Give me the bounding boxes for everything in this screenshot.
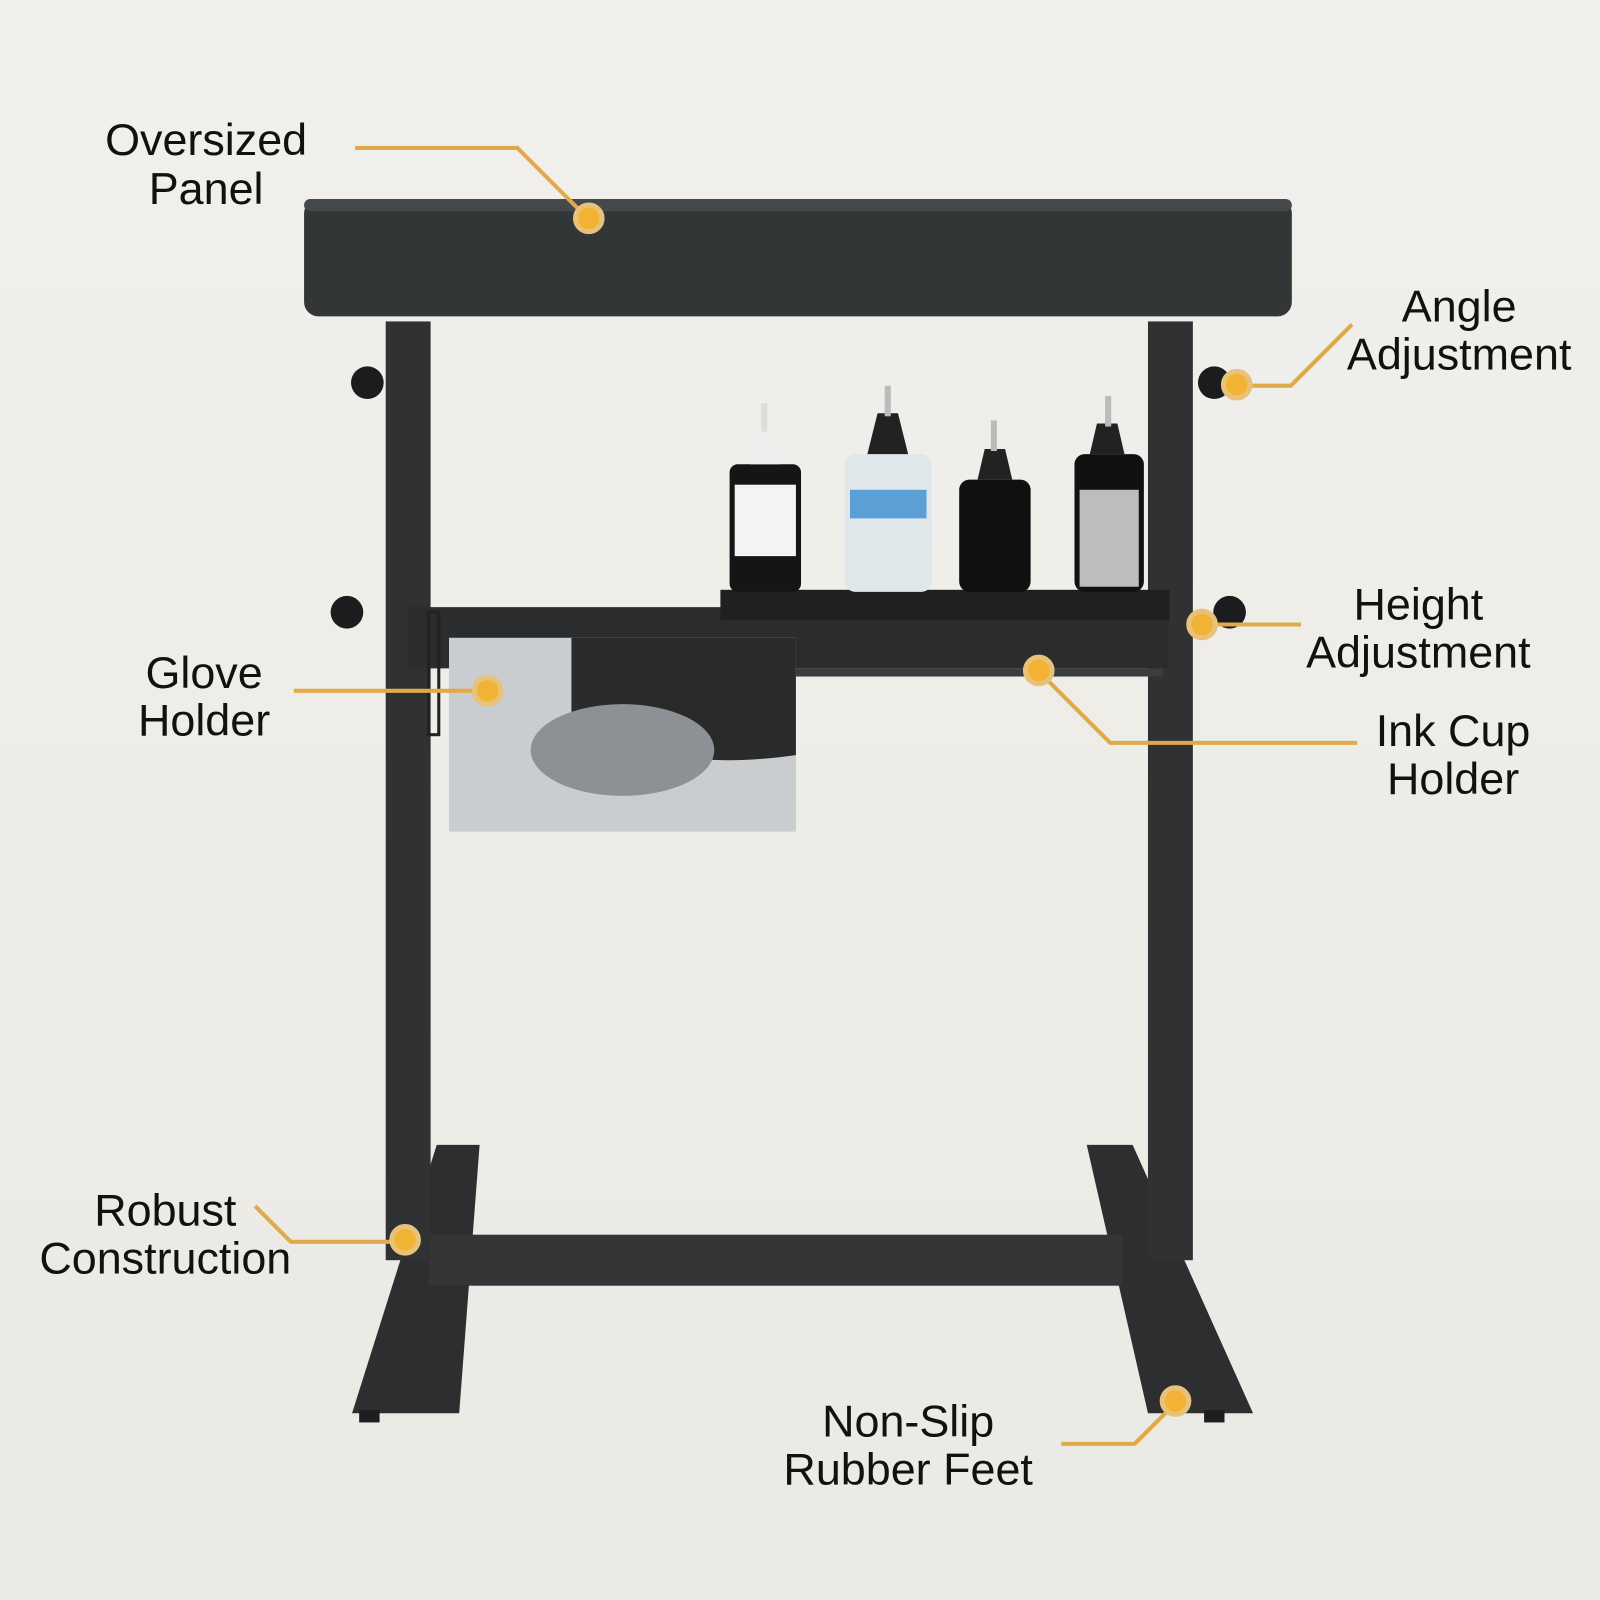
angle-knob bbox=[351, 366, 384, 399]
callout-glove-holder: Glove Holder bbox=[138, 647, 504, 746]
callout-label: Angle bbox=[1402, 280, 1517, 331]
callout-oversized-panel: Oversized Panel bbox=[105, 114, 605, 235]
callout-label: Oversized bbox=[105, 114, 307, 165]
callout-angle-adjustment: Angle Adjustment bbox=[1220, 280, 1572, 401]
callout-label: Construction bbox=[39, 1232, 291, 1283]
callout-label: Panel bbox=[149, 163, 264, 214]
callout-non-slip-rubber-feet: Non-Slip Rubber Feet bbox=[783, 1385, 1192, 1495]
callout-label: Rubber Feet bbox=[783, 1444, 1033, 1495]
callout-label: Robust bbox=[94, 1185, 237, 1236]
callout-robust-construction: Robust Construction bbox=[39, 1185, 421, 1283]
callout-label: Height bbox=[1354, 578, 1484, 629]
callout-label: Adjustment bbox=[1306, 626, 1531, 677]
rubber-foot bbox=[359, 1410, 380, 1423]
height-knob bbox=[1213, 595, 1246, 629]
ink-bottles bbox=[729, 385, 1144, 592]
callout-label: Adjustment bbox=[1347, 328, 1572, 379]
callout-label: Glove bbox=[145, 647, 262, 698]
padded-panel bbox=[304, 198, 1292, 317]
callout-label: Holder bbox=[1387, 753, 1519, 804]
callout-label: Ink Cup bbox=[1376, 705, 1531, 756]
height-knob bbox=[330, 595, 364, 629]
callout-label: Non-Slip bbox=[822, 1396, 994, 1447]
callout-label: Holder bbox=[138, 695, 270, 746]
callout-height-adjustment: Height Adjustment bbox=[1186, 578, 1531, 677]
rubber-foot bbox=[1204, 1410, 1225, 1423]
callout-ink-cup-holder: Ink Cup Holder bbox=[1022, 654, 1531, 804]
ink-tray bbox=[720, 589, 1170, 621]
glove-box bbox=[427, 610, 796, 832]
